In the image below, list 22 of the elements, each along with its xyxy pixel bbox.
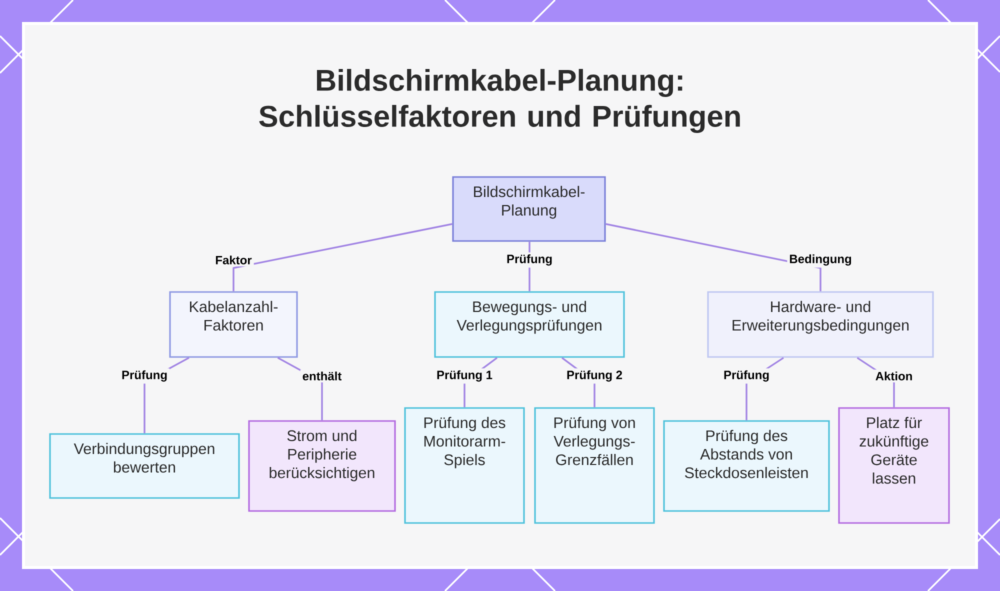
edge-label: Prüfung — [120, 368, 170, 384]
task-box: Prüfung des Abstands von Steckdosenleisten — [663, 420, 830, 512]
category-box: Hardware- und Erweiterungsbedingungen — [707, 291, 934, 358]
title: Bildschirmkabel-Planung: Schlüsselfaktoren und Prüfungen — [259, 68, 740, 134]
connector-line — [232, 223, 452, 292]
edge-label: Prüfung 1 — [434, 368, 494, 384]
category-box: Bewegungs- und Verlegungsprüfungen — [434, 291, 625, 358]
edge-label: Prüfung — [504, 252, 554, 268]
task-box: Strom und Peripherie berücksichtigen — [248, 420, 396, 512]
edge-label: Aktion — [873, 370, 915, 382]
root-box: Bildschirmkabel-Planung — [452, 176, 606, 242]
connector-line — [606, 223, 822, 292]
task-box: Prüfung von Verlegungs-Grenzfällen — [534, 407, 655, 524]
task-box: Platz für zukünftige Geräte lassen — [838, 407, 950, 524]
task-box: Prüfung des Monitorarm-Spiels — [404, 407, 525, 524]
category-box: Kabelanzahl-Faktoren — [169, 291, 298, 358]
edge-label: Bedingung — [787, 252, 854, 268]
edge-label: enthält — [300, 370, 344, 382]
task-box: Verbindungsgruppen bewerten — [49, 433, 240, 499]
edge-label: Prüfung — [722, 368, 772, 384]
edge-label: Prüfung 2 — [564, 368, 624, 384]
edge-label: Faktor — [213, 254, 254, 266]
